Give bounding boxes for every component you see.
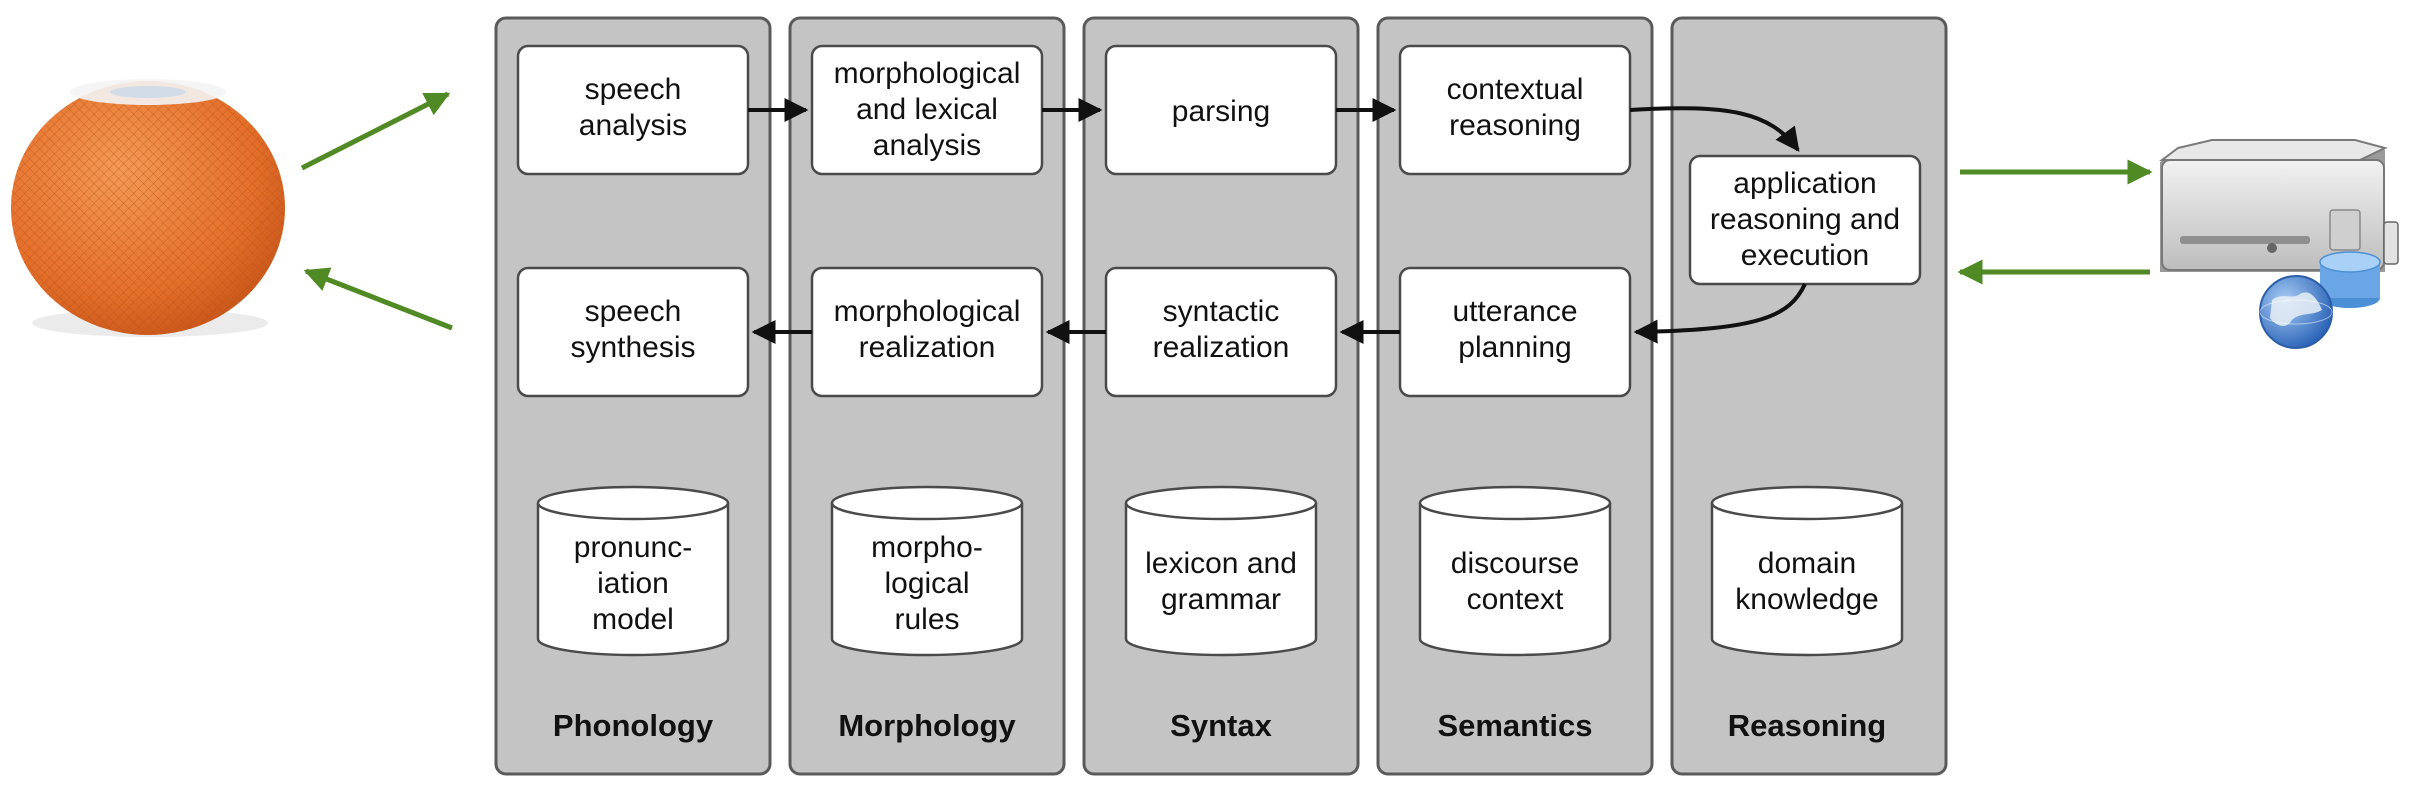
store-text: iation [597,567,669,600]
column-title: Semantics [1437,708,1592,743]
box-text: morphological [834,57,1021,90]
box-text: syntactic [1163,295,1280,328]
box-text: realization [1153,331,1290,364]
store-text: domain [1758,547,1856,580]
box-text: realization [859,331,996,364]
store-domain-knowledge: domain knowledge [1710,485,1904,657]
box-text: reasoning and [1710,203,1900,236]
box-text: contextual [1447,73,1584,106]
box-text: speech [585,295,682,328]
store-text: knowledge [1735,583,1878,616]
store-text: lexicon and [1145,547,1297,580]
box-text: analysis [579,109,687,142]
store-text: grammar [1161,583,1281,616]
store-text: discourse [1451,547,1579,580]
box-text: planning [1458,331,1571,364]
store-text: pronunc- [574,531,692,564]
store-pronunciation-model: pronunc- iation model [536,485,730,657]
column-reasoning: application reasoning and execution doma… [1670,16,1948,776]
box-syntactic-realization: syntactic realization [1104,266,1338,398]
box-text: and lexical [856,93,998,126]
column-morphology: morphological and lexical analysis morph… [788,16,1066,776]
box-text: execution [1741,239,1869,272]
box-text: reasoning [1449,109,1581,142]
box-morphological-realization: morphological realization [810,266,1044,398]
box-utterance-planning: utterance planning [1398,266,1632,398]
store-lexicon-grammar: lexicon and grammar [1124,485,1318,657]
store-discourse-context: discourse context [1418,485,1612,657]
store-text: morpho- [871,531,983,564]
column-title: Reasoning [1728,708,1886,743]
store-text: model [592,603,674,636]
column-title: Phonology [553,708,714,743]
box-parsing: parsing [1104,44,1338,176]
box-text: morphological [834,295,1021,328]
arrow-application-to-utterance [1633,283,1807,344]
smart-speaker-icon [11,79,285,337]
box-contextual-reasoning: contextual reasoning [1398,44,1632,176]
column-panel [1670,16,1948,776]
column-syntax: parsing syntactic realization lexicon an… [1082,16,1360,776]
box-application-reasoning-execution: application reasoning and execution [1688,154,1922,286]
box-speech-synthesis: speech synthesis [516,266,750,398]
box-morphological-lexical-analysis: morphological and lexical analysis [810,44,1044,176]
box-text: analysis [873,129,981,162]
box-text: parsing [1172,95,1270,128]
box-speech-analysis: speech analysis [516,44,750,176]
column-semantics: contextual reasoning utterance planning … [1376,16,1654,776]
arrow-contextual-to-application [1629,106,1800,152]
box-text: application [1733,167,1876,200]
arrow-speaker-output [303,267,453,331]
arrow-speaker-input [300,91,451,171]
column-title: Syntax [1170,708,1272,743]
store-text: logical [884,567,969,600]
server-database-icon [2159,139,2399,349]
column-phonology: speech analysis speech synthesis pronunc… [494,16,772,776]
store-text: rules [894,603,959,636]
column-title: Morphology [838,708,1016,743]
store-text: context [1467,583,1564,616]
box-text: utterance [1452,295,1577,328]
store-morphological-rules: morpho- logical rules [830,485,1024,657]
box-text: speech [585,73,682,106]
box-text: synthesis [570,331,695,364]
